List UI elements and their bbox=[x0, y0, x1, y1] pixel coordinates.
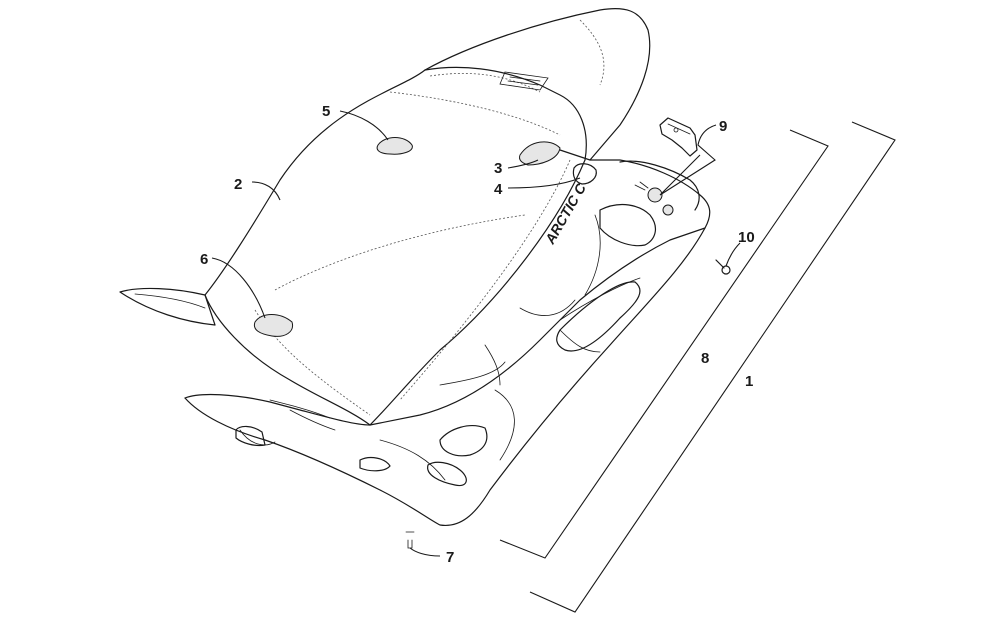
leader-4 bbox=[507, 177, 581, 189]
leader-6 bbox=[211, 257, 266, 319]
seat-cover bbox=[119, 69, 586, 426]
callout-5: 5 bbox=[322, 103, 330, 120]
callout-10: 10 bbox=[738, 229, 755, 246]
leader-10 bbox=[725, 242, 741, 267]
leader-3 bbox=[507, 159, 539, 169]
callout-1: 1 bbox=[745, 373, 753, 390]
assembly-bracket-8 bbox=[499, 129, 829, 559]
leader-2 bbox=[251, 181, 281, 201]
brand-logo-text: ARCTIC C bbox=[541, 180, 589, 248]
callout-6: 6 bbox=[200, 251, 208, 268]
callout-3: 3 bbox=[494, 160, 502, 177]
leader-9 bbox=[659, 124, 717, 196]
callout-9: 9 bbox=[719, 118, 727, 135]
leader-7 bbox=[409, 547, 441, 557]
bracket-part bbox=[659, 117, 698, 157]
callout-4: 4 bbox=[494, 181, 503, 198]
callout-2: 2 bbox=[234, 176, 242, 193]
seat-rear-hump bbox=[424, 8, 651, 161]
assembly-bracket-1 bbox=[529, 121, 896, 613]
seat-base bbox=[184, 159, 711, 527]
callout-8: 8 bbox=[701, 350, 709, 367]
clip-part bbox=[405, 531, 415, 549]
leader-5 bbox=[339, 110, 389, 141]
callout-7: 7 bbox=[446, 549, 454, 566]
latch-part bbox=[572, 163, 597, 185]
